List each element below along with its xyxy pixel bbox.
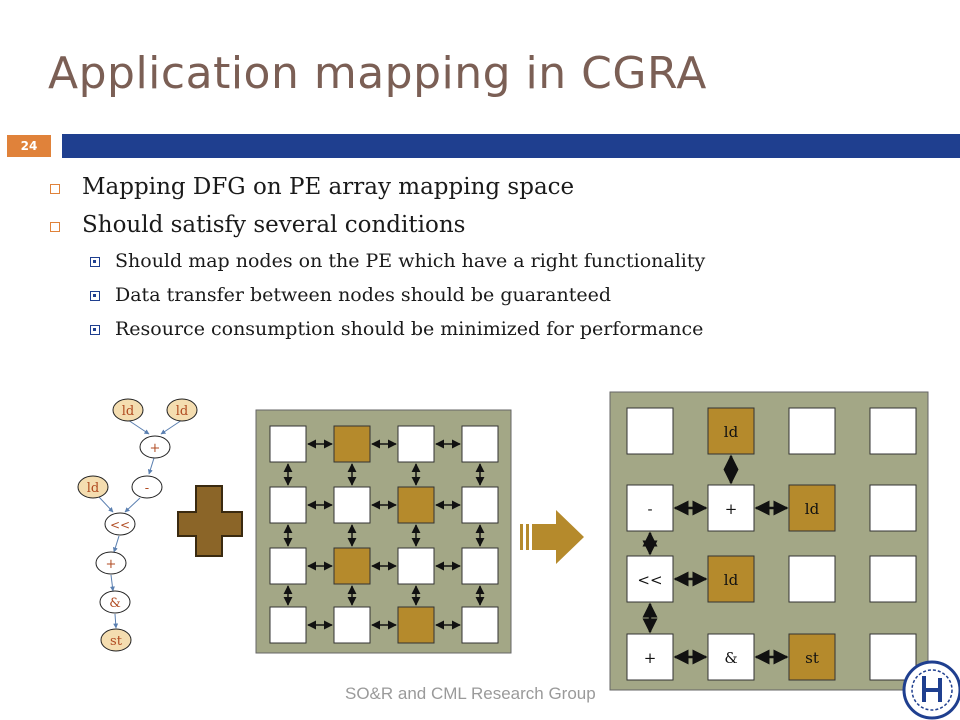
- bullet-item: Should satisfy several conditions: [48, 212, 928, 238]
- pe-cell: [333, 425, 371, 463]
- dfg-node: [139, 435, 171, 459]
- mapped-pe-label: -: [647, 500, 652, 518]
- dfg-node: [100, 628, 132, 652]
- dfg-diagram: ld ld + ld - << + & st: [77, 398, 198, 652]
- dfg-node-label: ld: [176, 404, 188, 419]
- filled-square-bullet-icon: [90, 325, 100, 335]
- dfg-node-label: ld: [87, 481, 99, 496]
- mapped-pe-label: +: [644, 649, 657, 667]
- pe-cell: [397, 486, 435, 524]
- sub-bullet-item: Data transfer between nodes should be gu…: [48, 284, 928, 306]
- dfg-node-label: +: [106, 557, 117, 572]
- dfg-node: [112, 398, 144, 422]
- dfg-node-label: <<: [110, 518, 130, 532]
- square-bullet-icon: [50, 184, 60, 194]
- pe-cell: [333, 606, 371, 644]
- mapped-pe-cell: [788, 407, 836, 455]
- bullet-list: Mapping DFG on PE array mapping space Sh…: [48, 174, 928, 352]
- pe-cell: [333, 547, 371, 585]
- dfg-node-label: st: [110, 634, 123, 649]
- dfg-node: [131, 475, 163, 499]
- pe-cell: [461, 425, 499, 463]
- filled-square-bullet-icon: [90, 291, 100, 301]
- mapped-pe-label: st: [805, 649, 819, 667]
- square-bullet-icon: [50, 222, 60, 232]
- filled-square-bullet-icon: [90, 257, 100, 267]
- right-arrow-icon: [520, 510, 584, 564]
- dfg-node: [166, 398, 198, 422]
- pe-cell: [461, 606, 499, 644]
- sub-bullet-text: Should map nodes on the PE which have a …: [115, 250, 706, 272]
- bullet-text: Should satisfy several conditions: [82, 212, 466, 238]
- pe-cell: [461, 486, 499, 524]
- pe-cell: [461, 547, 499, 585]
- mapped-pe-cell: [626, 555, 674, 603]
- mapped-pe-cell: [626, 484, 674, 532]
- mapped-pe-cell: [707, 555, 755, 603]
- bullet-text: Mapping DFG on PE array mapping space: [82, 174, 575, 200]
- dfg-node-label: &: [109, 596, 121, 611]
- pe-cell: [397, 547, 435, 585]
- mapped-pe-cell: [626, 407, 674, 455]
- header-bar: [62, 134, 960, 158]
- mapped-pe-array: ld - + ld << ld + & st: [609, 391, 929, 691]
- plus-icon: [177, 485, 243, 557]
- dfg-node: [99, 590, 131, 614]
- pe-cell: [397, 606, 435, 644]
- slide-number: 24: [7, 135, 51, 157]
- pe-cell: [333, 486, 371, 524]
- mapped-pe-cell: [788, 484, 836, 532]
- mapped-pe-cell: [707, 407, 755, 455]
- dfg-node-label: ld: [122, 404, 134, 419]
- mapped-pe-cell: [869, 407, 917, 455]
- dfg-node: [95, 551, 127, 575]
- mapped-pe-cell: [869, 484, 917, 532]
- pe-cell: [397, 425, 435, 463]
- mapped-pe-cell: [707, 633, 755, 681]
- pe-cell: [269, 425, 307, 463]
- sub-bullet-text: Data transfer between nodes should be gu…: [115, 284, 611, 306]
- bullet-item: Mapping DFG on PE array mapping space: [48, 174, 928, 200]
- sub-bullet-text: Resource consumption should be minimized…: [115, 318, 704, 340]
- mapped-pe-cell: [788, 555, 836, 603]
- university-logo: [902, 660, 960, 720]
- dfg-node: [77, 475, 109, 499]
- pe-cell: [269, 547, 307, 585]
- mapped-pe-cell: [788, 633, 836, 681]
- pe-cell: [269, 606, 307, 644]
- sub-bullet-item: Resource consumption should be minimized…: [48, 318, 928, 340]
- dfg-node-label: -: [145, 481, 149, 496]
- slide-title: Application mapping in CGRA: [48, 48, 707, 99]
- mapped-pe-label: &: [724, 649, 737, 667]
- dfg-node: [104, 512, 136, 536]
- footer-text: SO&R and CML Research Group: [345, 684, 596, 703]
- dfg-node-label: +: [150, 441, 161, 456]
- mapped-pe-label: ld: [724, 423, 739, 441]
- mapped-pe-cell: [869, 555, 917, 603]
- pe-array: [255, 409, 512, 654]
- mapped-pe-label: +: [725, 500, 738, 518]
- mapped-pe-label: ld: [805, 500, 820, 518]
- mapped-pe-cell: [707, 484, 755, 532]
- pe-cell: [269, 486, 307, 524]
- mapped-pe-label: ld: [724, 571, 739, 589]
- mapped-pe-cell: [869, 633, 917, 681]
- mapped-pe-label: <<: [637, 571, 662, 589]
- mapped-pe-cell: [626, 633, 674, 681]
- sub-bullet-item: Should map nodes on the PE which have a …: [48, 250, 928, 272]
